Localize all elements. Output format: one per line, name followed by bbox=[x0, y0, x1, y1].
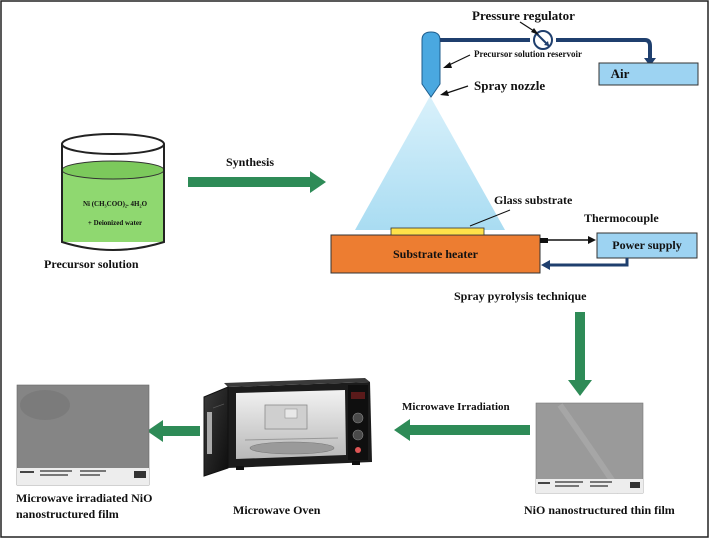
air-box bbox=[598, 62, 699, 86]
down-arrow bbox=[568, 312, 592, 396]
substrate-heater bbox=[330, 234, 541, 274]
beaker-solvent: + Deionized water bbox=[87, 219, 143, 227]
glass-substrate bbox=[390, 227, 485, 236]
nio-thin-film-label: NiO nanostructured thin film bbox=[524, 503, 675, 517]
thermocouple-probe bbox=[540, 238, 548, 243]
microwave-oven bbox=[203, 378, 372, 477]
glass-substrate-label: Glass substrate bbox=[494, 193, 573, 207]
air-pipe bbox=[440, 38, 652, 60]
microwave-oven-label: Microwave Oven bbox=[233, 503, 321, 517]
spray-nozzle bbox=[421, 31, 441, 98]
irradiated-film-label-line1: Microwave irradiated NiO bbox=[16, 491, 153, 505]
spray-cone bbox=[355, 96, 505, 230]
reservoir-label: Precursor solution reservoir bbox=[474, 49, 582, 59]
pressure-regulator-label: Pressure regulator bbox=[472, 8, 575, 23]
spray-nozzle-label: Spray nozzle bbox=[474, 78, 546, 93]
beaker bbox=[61, 133, 165, 251]
power-supply-box bbox=[596, 232, 698, 259]
air-label: Air bbox=[610, 66, 630, 81]
irradiated-film-label-line2: nanostructured film bbox=[16, 507, 119, 521]
precursor-solution-label: Precursor solution bbox=[44, 257, 139, 271]
synthesis-arrow bbox=[188, 171, 326, 193]
microwave-arrow bbox=[394, 419, 530, 441]
thermocouple-label: Thermocouple bbox=[584, 211, 659, 225]
nio-sem-image bbox=[535, 402, 644, 494]
pressure-regulator-gauge bbox=[533, 30, 553, 50]
synthesis-label: Synthesis bbox=[226, 155, 275, 169]
spray-pyrolysis-label: Spray pyrolysis technique bbox=[454, 289, 587, 303]
substrate-heater-label: Substrate heater bbox=[393, 246, 478, 261]
beaker-formula: Ni (CH₃COO)₂. 4H₂O bbox=[82, 200, 148, 208]
final-arrow bbox=[147, 420, 200, 442]
irradiated-sem-image bbox=[16, 384, 150, 486]
microwave-irradiation-label: Microwave Irradiation bbox=[402, 401, 510, 413]
power-supply-label: Power supply bbox=[612, 238, 682, 252]
beaker-solution bbox=[62, 170, 164, 242]
